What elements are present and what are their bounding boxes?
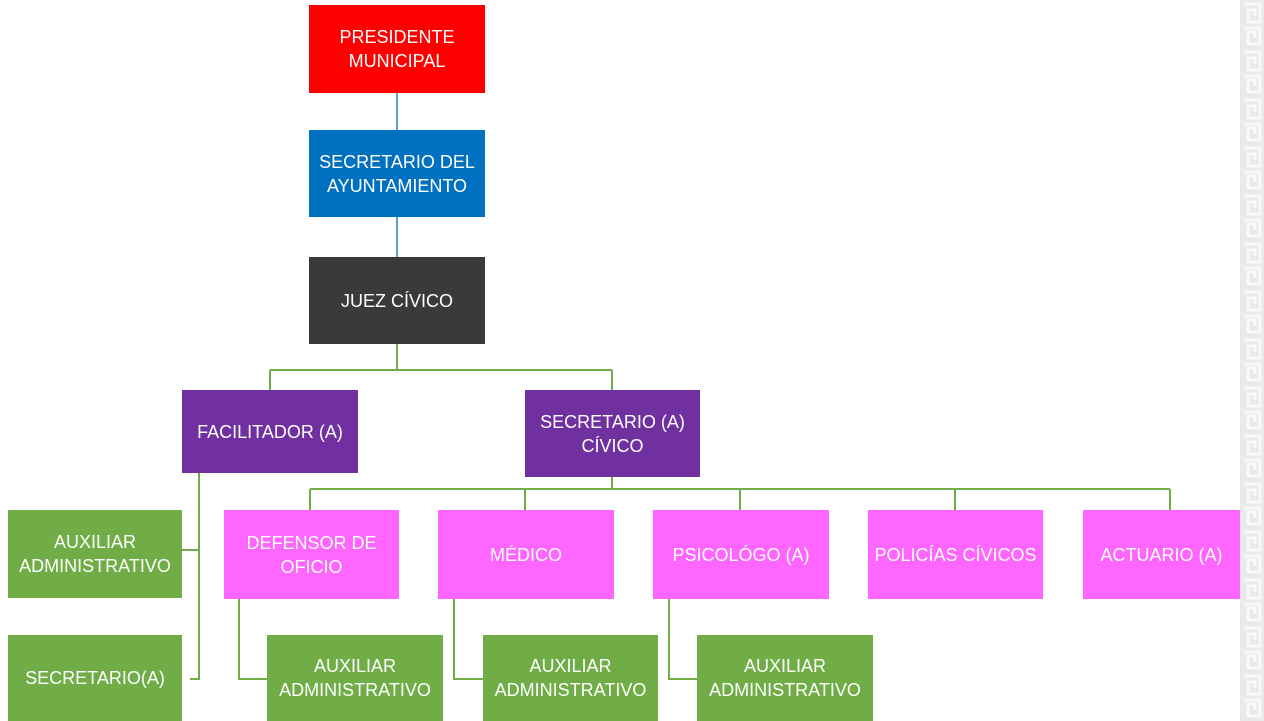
node-doctor-assistant: AUXILIAR ADMINISTRATIVO: [483, 635, 658, 721]
node-judge: JUEZ CÍVICO: [309, 257, 485, 344]
node-president: PRESIDENTE MUNICIPAL: [309, 5, 485, 93]
node-civic-police: POLICÍAS CÍVICOS: [868, 510, 1043, 599]
node-actuary: ACTUARIO (A): [1083, 510, 1240, 599]
node-doctor: MÉDICO: [438, 510, 614, 599]
node-secretary-council: SECRETARIO DEL AYUNTAMIENTO: [309, 130, 485, 217]
connector-facilitator-trunk: [182, 473, 200, 680]
node-public-defender: DEFENSOR DE OFICIO: [224, 510, 399, 599]
node-facilitator-assistant: AUXILIAR ADMINISTRATIVO: [8, 510, 182, 598]
connector-psychologist-assistant: [668, 599, 697, 680]
connector-defender-assistant: [238, 599, 267, 680]
node-psychologist-assistant: AUXILIAR ADMINISTRATIVO: [697, 635, 873, 721]
node-facilitator: FACILITADOR (A): [182, 390, 358, 473]
node-psychologist: PSICOLÓGO (A): [653, 510, 829, 599]
connector-judge-split: [269, 344, 613, 390]
node-defender-assistant: AUXILIAR ADMINISTRATIVO: [267, 635, 443, 721]
node-civic-secretary: SECRETARIO (A) CÍVICO: [525, 390, 700, 477]
decorative-meander-border: [1240, 0, 1264, 721]
connector-doctor-assistant: [453, 599, 483, 680]
node-facilitator-secretary: SECRETARIO(A): [8, 635, 182, 721]
connector-secretary-bus: [309, 477, 1171, 510]
